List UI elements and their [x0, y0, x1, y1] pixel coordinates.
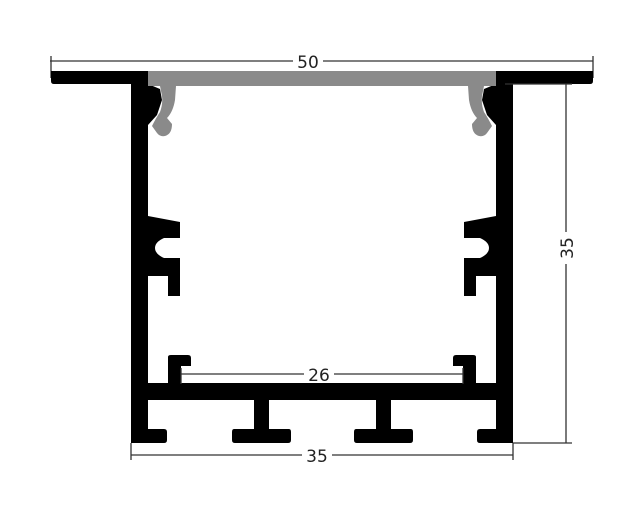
dimension-top-width: 50 [50, 52, 594, 78]
aluminum-profile-body [51, 71, 593, 443]
diffuser-cover [148, 71, 496, 137]
dimension-inner-bottom-width: 26 [180, 364, 464, 386]
dimension-height: 35 [505, 83, 578, 444]
dimension-label-height: 35 [558, 237, 578, 259]
dimension-bottom-width: 35 [130, 443, 514, 467]
dimension-label-bottom: 35 [306, 447, 328, 467]
dimension-label-top: 50 [297, 53, 319, 73]
dimension-label-inner-bottom: 26 [308, 366, 330, 386]
